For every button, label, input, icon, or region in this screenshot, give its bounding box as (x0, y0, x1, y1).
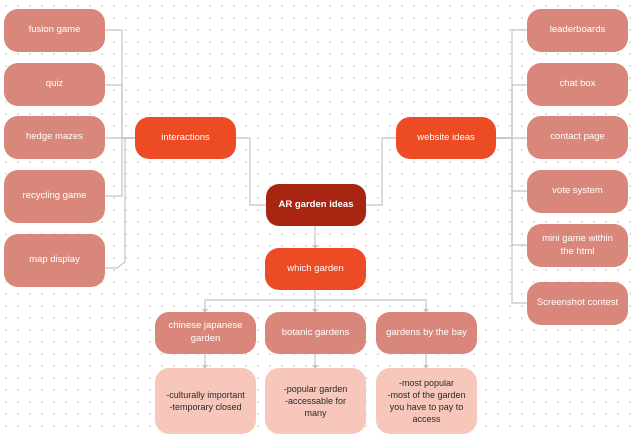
interactions-node[interactable]: interactions (135, 117, 236, 159)
website-item-label: vote system (552, 185, 603, 197)
garden-note-text: -most popular -most of the garden you ha… (387, 377, 466, 425)
garden-note-text: -culturally important -temporary closed (166, 389, 245, 412)
website-ideas-node[interactable]: website ideas (396, 117, 496, 159)
which-garden-label: which garden (287, 262, 344, 274)
garden-option[interactable]: gardens by the bay (376, 312, 477, 354)
interaction-item-label: map display (29, 254, 80, 266)
website-ideas-label: website ideas (417, 131, 475, 143)
garden-option-label: chinese japanese garden (168, 320, 243, 344)
interaction-item[interactable]: recycling game (4, 170, 105, 223)
interaction-item[interactable]: hedge mazes (4, 116, 105, 159)
website-item-label: mini game within the html (542, 232, 613, 257)
which-garden-node[interactable]: which garden (265, 248, 366, 290)
garden-option[interactable]: botanic gardens (265, 312, 366, 354)
website-item-label: Screenshot contest (536, 297, 619, 309)
website-item[interactable]: vote system (527, 170, 628, 213)
interaction-item[interactable]: quiz (4, 63, 105, 106)
interactions-label: interactions (161, 131, 210, 143)
garden-option[interactable]: chinese japanese garden (155, 312, 256, 354)
root-node[interactable]: AR garden ideas (266, 184, 366, 226)
root-label: AR garden ideas (278, 198, 354, 210)
website-item[interactable]: chat box (527, 63, 628, 106)
interaction-item-label: recycling game (22, 190, 87, 202)
website-item[interactable]: leaderboards (527, 9, 628, 52)
website-item-label: chat box (559, 78, 596, 90)
interaction-item[interactable]: map display (4, 234, 105, 287)
interaction-item-label: hedge mazes (25, 131, 84, 143)
interaction-item-label: fusion game (28, 24, 81, 36)
garden-note[interactable]: -most popular -most of the garden you ha… (376, 368, 477, 434)
website-item[interactable]: Screenshot contest (527, 282, 628, 325)
website-item[interactable]: mini game within the html (527, 224, 628, 267)
garden-option-label: gardens by the bay (386, 326, 467, 338)
interaction-item[interactable]: fusion game (4, 9, 105, 52)
garden-note-text: -popular garden -accessable for many (283, 383, 348, 419)
interaction-item-label: quiz (45, 78, 64, 90)
garden-note[interactable]: -culturally important -temporary closed (155, 368, 256, 434)
website-item-label: leaderboards (549, 24, 606, 36)
garden-note[interactable]: -popular garden -accessable for many (265, 368, 366, 434)
garden-option-label: botanic gardens (281, 326, 350, 338)
website-item-label: contact page (550, 131, 605, 143)
website-item[interactable]: contact page (527, 116, 628, 159)
